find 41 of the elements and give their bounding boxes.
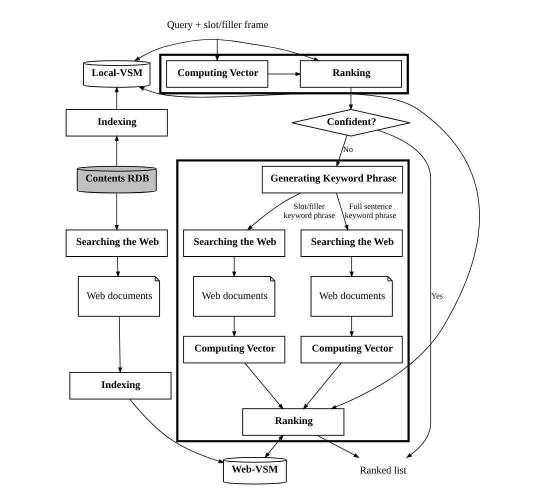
arrow	[114, 192, 118, 230]
node-box: Computing Vector	[300, 335, 402, 363]
edge-label: No	[342, 144, 352, 154]
arrow	[267, 71, 301, 76]
node-box: Searching the Web	[300, 228, 402, 256]
node-diamond: Confident?	[290, 108, 410, 136]
node-box: Indexing	[68, 372, 171, 400]
arrow	[244, 362, 284, 410]
node-box: Computing Vector	[182, 335, 285, 363]
arrow	[138, 86, 480, 409]
arrow	[264, 434, 284, 458]
arrow	[336, 134, 347, 167]
arrow	[349, 256, 354, 277]
node-box: Indexing	[65, 108, 168, 136]
node-text: Ranked list	[359, 464, 406, 476]
arrow	[118, 316, 122, 373]
arrow	[348, 86, 353, 110]
node-text: Query + slot/filler frame	[166, 19, 268, 30]
arrow	[376, 129, 431, 458]
arrow	[232, 256, 236, 277]
arrow	[129, 398, 224, 463]
edge-label: Full sentence keyword phrase	[344, 202, 396, 220]
arrow	[133, 38, 320, 61]
node-box: Searching the Web	[65, 228, 168, 256]
arrow	[246, 192, 301, 230]
arrow	[336, 192, 348, 230]
node-box: Ranking	[299, 60, 402, 88]
arrow	[232, 316, 236, 337]
edge-label: Slot/filler keyword phrase	[282, 202, 334, 220]
node-box: Generating Keyword Phrase	[261, 165, 403, 193]
arrow	[114, 134, 118, 166]
arrow	[114, 86, 118, 110]
edge-label: Yes	[430, 290, 442, 300]
node-box: Ranking	[242, 408, 344, 436]
arrow	[302, 362, 342, 410]
node-box: Computing Vector	[166, 60, 268, 88]
node-box: Searching the Web	[182, 228, 285, 256]
arrow	[316, 434, 360, 458]
arrow	[214, 38, 219, 62]
arrow	[115, 256, 120, 277]
arrow	[349, 316, 354, 337]
